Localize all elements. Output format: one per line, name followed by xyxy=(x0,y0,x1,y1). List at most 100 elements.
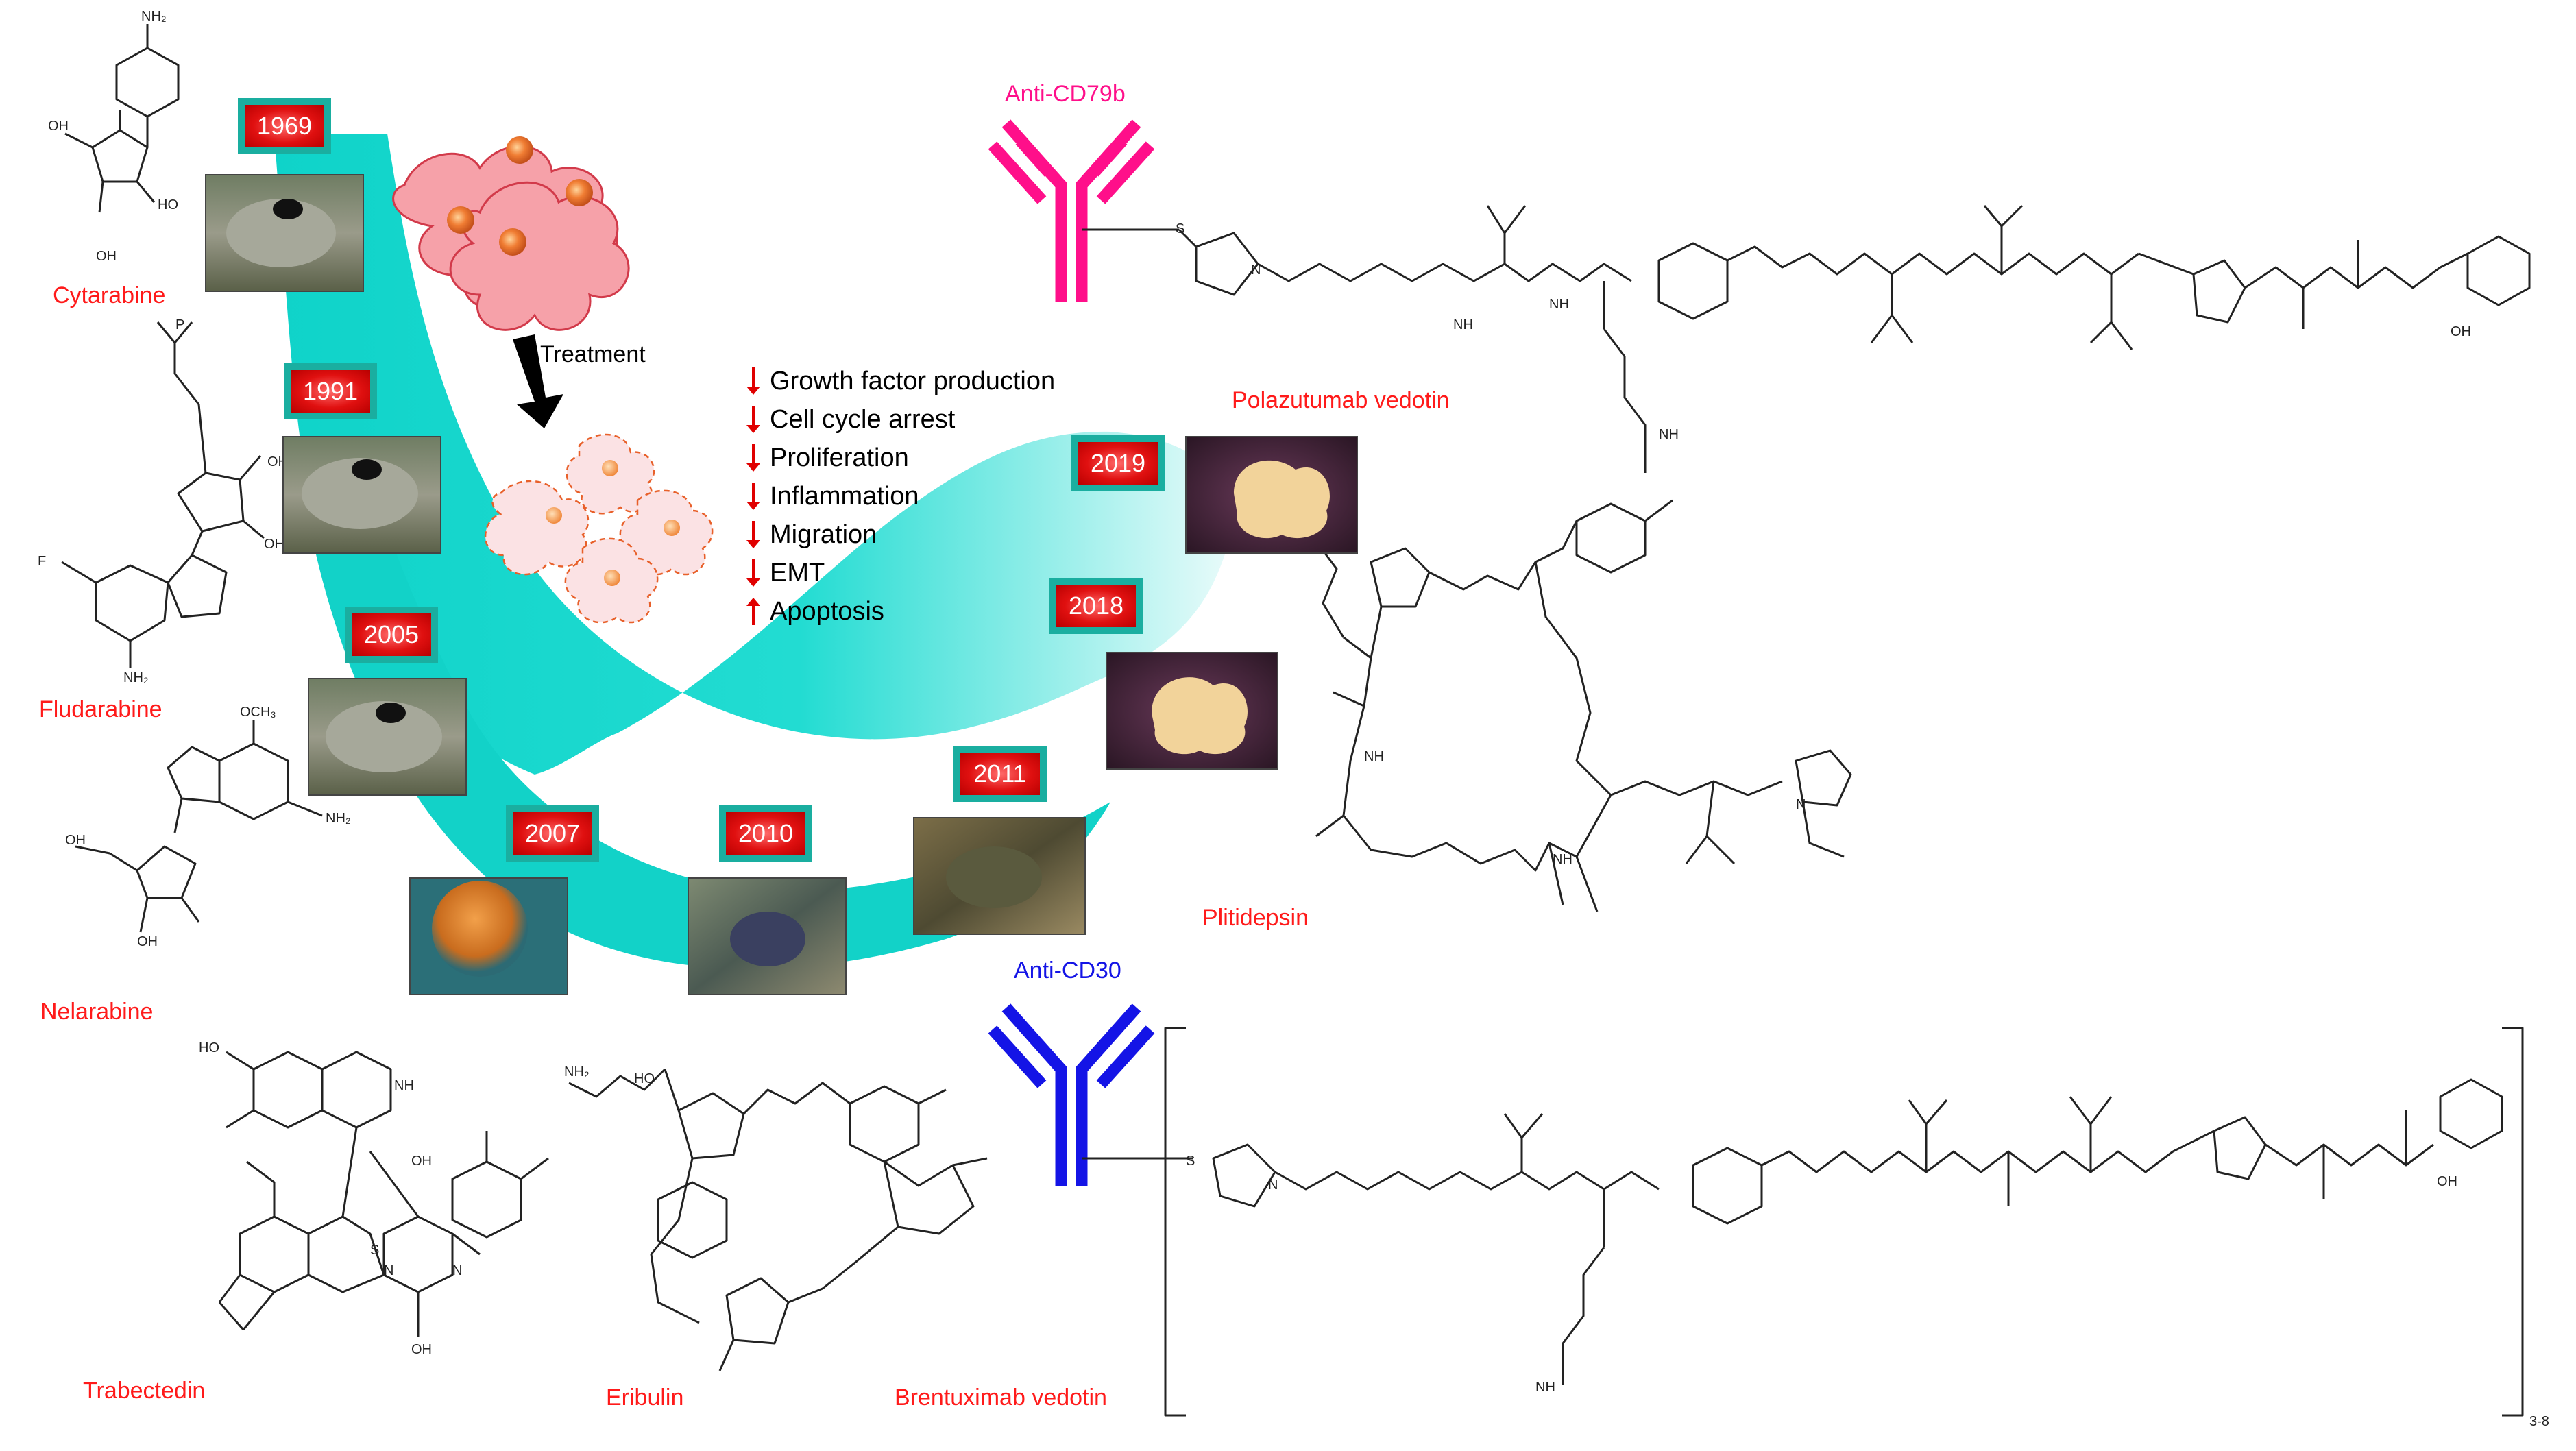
year-badge: 2011 xyxy=(953,746,1047,802)
atom-label: NH xyxy=(394,1078,414,1093)
photo-2007 xyxy=(409,877,568,995)
fludarabine-structure xyxy=(61,321,265,668)
down-arrow-icon xyxy=(746,406,760,433)
atom-label: N xyxy=(384,1263,393,1278)
timeline-band-lower xyxy=(302,480,1110,969)
photo-1991 xyxy=(282,436,441,554)
photo-2011 xyxy=(913,817,1086,935)
atom-label: OH xyxy=(264,537,284,552)
cytarabine-structure xyxy=(64,24,180,213)
antibody-label-anti-cd30: Anti-CD30 xyxy=(1014,958,1121,984)
atom-label: N xyxy=(1796,797,1806,812)
photo-2005 xyxy=(308,678,467,796)
plitidepsin-structure xyxy=(1315,499,1852,912)
atom-label: 3-8 xyxy=(2529,1414,2549,1429)
atom-label: NH xyxy=(1549,297,1569,312)
year-label: 2007 xyxy=(513,812,592,855)
year-badge: 1969 xyxy=(238,98,331,154)
year-label: 1969 xyxy=(245,105,324,147)
atom-label: NH₂ xyxy=(564,1064,590,1080)
effect-text: Proliferation xyxy=(770,443,909,472)
effect-item: Inflammation xyxy=(744,477,1055,515)
effect-item: EMT xyxy=(744,554,1055,592)
atom-label: OH xyxy=(96,249,117,264)
brentuximab-structure xyxy=(1082,1027,2524,1417)
down-arrow-icon xyxy=(746,521,760,548)
drug-label-plitidepsin: Plitidepsin xyxy=(1202,905,1309,931)
down-arrow-icon xyxy=(746,444,760,472)
atom-label: OH xyxy=(2437,1174,2457,1189)
antibody-label-anti-cd79b: Anti-CD79b xyxy=(1005,81,1126,107)
antibody-anti-cd30 xyxy=(988,1003,1155,1186)
polatuzumab-structure xyxy=(1082,204,2531,473)
down-arrow-icon xyxy=(746,483,760,510)
effect-item: Cell cycle arrest xyxy=(744,400,1055,439)
effect-item: Growth factor production xyxy=(744,362,1055,400)
atom-label: OH xyxy=(2451,324,2471,339)
effect-text: Migration xyxy=(770,520,877,549)
atom-label: N xyxy=(452,1263,462,1278)
effect-text: Cell cycle arrest xyxy=(770,404,956,434)
effect-text: Inflammation xyxy=(770,481,919,511)
eribulin-structure xyxy=(568,1068,988,1371)
antibody-anti-cd79b xyxy=(988,119,1155,302)
atom-label: S xyxy=(1176,221,1184,236)
year-badge: 2005 xyxy=(345,607,438,663)
atom-label: OH xyxy=(137,934,158,949)
drug-label-polatuzumab-vedotin: Polazutumab vedotin xyxy=(1232,387,1450,413)
year-badge: 2019 xyxy=(1071,435,1165,491)
effect-text: EMT xyxy=(770,558,825,587)
atom-label: S xyxy=(370,1243,379,1258)
treatment-label: Treatment xyxy=(540,341,646,367)
photo-2018 xyxy=(1106,652,1278,770)
atom-label: HO xyxy=(158,197,178,212)
atom-label: NH₂ xyxy=(123,670,149,685)
photo-2019 xyxy=(1185,436,1358,554)
nelarabine-structure xyxy=(75,720,323,933)
atom-labels: NH₂ OH OH HO P F NH₂ OH OH OCH₃ NH₂ OH O… xyxy=(38,9,2549,1429)
up-arrow-icon xyxy=(746,598,760,625)
atom-label: N xyxy=(1268,1178,1278,1193)
drug-label-fludarabine: Fludarabine xyxy=(39,696,162,722)
treatment-arrow xyxy=(513,334,563,428)
year-badge: 2010 xyxy=(719,805,812,862)
treatment-effects-list: Growth factor production Cell cycle arre… xyxy=(744,362,1055,631)
photo-2010 xyxy=(688,877,847,995)
atom-label: NH xyxy=(1364,749,1384,764)
atom-label: OCH₃ xyxy=(240,705,276,720)
atom-label: HO xyxy=(634,1071,655,1086)
chemical-structures xyxy=(61,24,2531,1417)
down-arrow-icon xyxy=(746,367,760,395)
year-badge: 2007 xyxy=(506,805,599,862)
atom-label: NH xyxy=(1453,317,1473,332)
atom-label: NH xyxy=(1553,852,1572,867)
timeline-band xyxy=(274,134,1230,775)
atom-label: P xyxy=(175,317,184,332)
drug-label-cytarabine: Cytarabine xyxy=(53,282,166,308)
year-label: 1991 xyxy=(291,370,370,413)
effect-item: Proliferation xyxy=(744,439,1055,477)
year-label: 2010 xyxy=(726,812,805,855)
drug-label-nelarabine: Nelarabine xyxy=(40,999,154,1025)
drug-label-brentuximab-vedotin: Brentuximab vedotin xyxy=(895,1385,1107,1411)
drug-label-eribulin: Eribulin xyxy=(606,1385,684,1411)
year-label: 2005 xyxy=(352,613,431,656)
atom-label: OH xyxy=(411,1342,432,1357)
atom-label: OH xyxy=(65,833,86,848)
year-label: 2019 xyxy=(1078,442,1158,485)
year-label: 2018 xyxy=(1056,585,1136,627)
effect-text: Growth factor production xyxy=(770,366,1056,395)
year-badge: 2018 xyxy=(1049,578,1143,634)
down-arrow-icon xyxy=(746,559,760,587)
atom-label: N xyxy=(1251,263,1261,278)
trabectedin-structure xyxy=(218,1051,549,1337)
atom-label: F xyxy=(38,554,46,569)
effect-text: Apoptosis xyxy=(770,596,884,626)
atom-label: OH xyxy=(48,119,69,134)
photo-1969 xyxy=(205,174,364,292)
specimen-photos xyxy=(205,174,1358,995)
atom-label: NH₂ xyxy=(326,811,351,826)
year-label: 2011 xyxy=(960,753,1040,795)
